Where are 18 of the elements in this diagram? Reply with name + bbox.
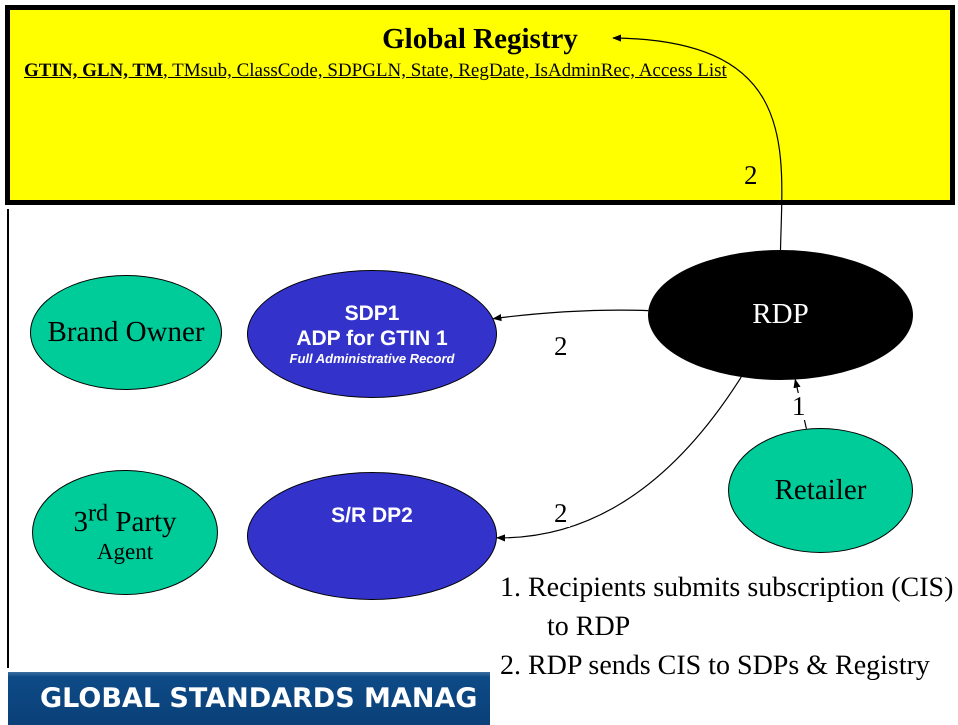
node-label: SDP1 [344, 301, 400, 326]
node-label: RDP [752, 298, 809, 332]
node-label: S/R DP2 [331, 503, 413, 528]
node-label: Agent [96, 539, 154, 566]
node-label: Brand Owner [47, 316, 205, 350]
arrow [496, 376, 742, 542]
registry-title: Global Registry [382, 24, 578, 56]
registry-box [5, 5, 955, 205]
node-label: 3$^{rd}$ Party [73, 499, 177, 540]
field-list: GTIN, GLN, TM, TMsub, ClassCode, SDPGLN, State, RegDate, IsAdminRec, Access List [24, 60, 727, 82]
arrow [492, 310, 648, 322]
node-label: Retailer [774, 474, 866, 508]
list-item: 1. Recipients submits subscription (CIS) to RDP [500, 571, 954, 644]
node-label: ADP for GTIN 1 [296, 326, 448, 352]
node-subtitle: Full Administrative Record [290, 351, 454, 367]
arrow [612, 34, 782, 250]
list-item: 2. RDP sends CIS to SDPs & Registry [500, 649, 931, 683]
footer-banner: GLOBAL STANDARDS MANAG [8, 672, 490, 725]
